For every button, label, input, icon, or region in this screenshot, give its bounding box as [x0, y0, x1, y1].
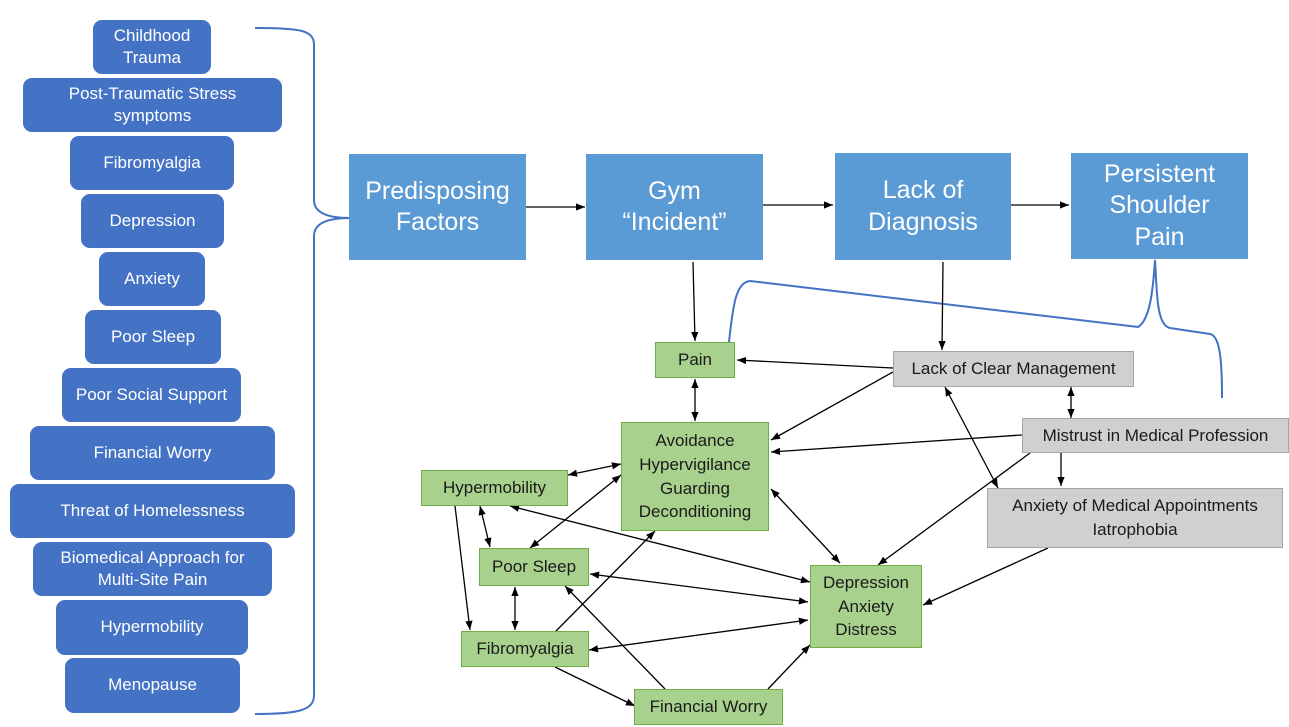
factor-childhood-trauma: Childhood Trauma	[93, 20, 211, 74]
arrow-fibromyalgia-financial	[554, 666, 636, 707]
factor-depression: Depression	[81, 194, 224, 248]
arrow-financial-depression	[767, 644, 811, 690]
arrow-gym-pain	[691, 261, 699, 342]
arrow-fibromyalgia-depression	[588, 617, 809, 653]
factor-poor-sleep: Poor Sleep	[85, 310, 221, 364]
factor-hypermobility: Hypermobility	[56, 600, 248, 655]
factor-menopause: Menopause	[65, 658, 240, 713]
shoulder-pain-bracket	[728, 259, 1223, 399]
stage-persistent-shoulder-pain: Persistent Shoulder Pain	[1071, 153, 1248, 259]
arrow-hypermobility-avoidance	[567, 462, 622, 477]
arrow-mistrust-depression	[877, 452, 1031, 566]
node-fibromyalgia: Fibromyalgia	[461, 631, 589, 667]
arrow-hypermobility-fibromyalgia	[454, 505, 473, 631]
arrow-mistrust-avoidance	[770, 434, 1023, 456]
arrow-management-pain	[736, 356, 894, 369]
factor-biomedical-approach: Biomedical Approach for Multi-Site Pain	[33, 542, 272, 596]
stage-lack-of-diagnosis: Lack of Diagnosis	[835, 153, 1011, 260]
node-financial-worry: Financial Worry	[634, 689, 783, 725]
node-lack-of-clear-management: Lack of Clear Management	[893, 351, 1134, 387]
arrow-avoidance-depression	[770, 488, 841, 564]
factor-financial-worry: Financial Worry	[30, 426, 275, 480]
node-pain: Pain	[655, 342, 735, 378]
arrow-diagnosis-management	[938, 261, 946, 351]
arrow-management-anxiety-appt	[944, 386, 999, 489]
factor-anxiety: Anxiety	[99, 252, 205, 306]
node-avoidance: Avoidance Hypervigilance Guarding Decond…	[621, 422, 769, 531]
arrow-anxiety-appt-depression	[922, 547, 1049, 606]
arrow-management-avoidance	[770, 371, 894, 441]
arrow-poorsleep-depression	[589, 571, 809, 605]
node-mistrust-medical-profession: Mistrust in Medical Profession	[1022, 418, 1289, 453]
stage-gym-incident: Gym “Incident”	[586, 154, 763, 260]
factor-fibromyalgia: Fibromyalgia	[70, 136, 234, 190]
arrow-hypermobility-depression	[509, 504, 811, 584]
node-poor-sleep: Poor Sleep	[479, 548, 589, 586]
factor-poor-social-support: Poor Social Support	[62, 368, 241, 422]
node-anxiety-medical-appointments: Anxiety of Medical Appointments Iatropho…	[987, 488, 1283, 548]
stage-predisposing-factors: Predisposing Factors	[349, 154, 526, 260]
factor-threat-of-homelessness: Threat of Homelessness	[10, 484, 295, 538]
factor-post-traumatic-stress: Post-Traumatic Stress symptoms	[23, 78, 282, 132]
node-hypermobility: Hypermobility	[421, 470, 568, 506]
node-depression-anxiety-distress: Depression Anxiety Distress	[810, 565, 922, 648]
arrow-hypermobility-poorsleep	[478, 505, 492, 548]
